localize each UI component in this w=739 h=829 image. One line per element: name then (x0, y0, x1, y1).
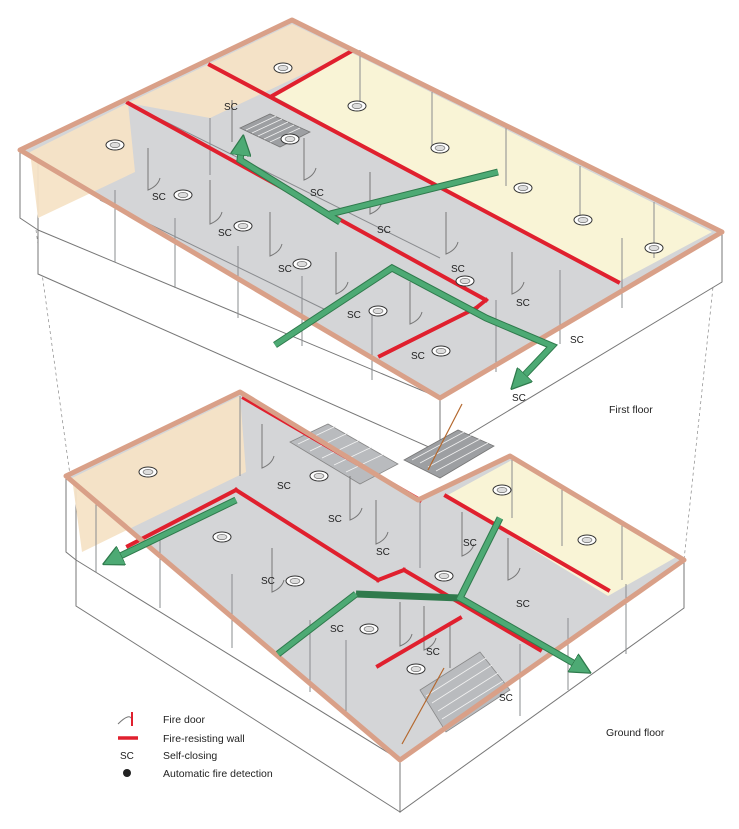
legend-self-closing-label: Self-closing (163, 750, 217, 762)
ground-floor-fire-doors (261, 424, 521, 668)
projection-lines (35, 229, 719, 561)
detector-icon (285, 575, 305, 587)
sc-label: SC (224, 102, 238, 113)
first-floor-escape-routes (240, 145, 559, 382)
room-left-warm-ground (72, 396, 246, 552)
sc-label: SC (277, 481, 291, 492)
sc-label: SC (499, 693, 513, 704)
ground-floor-outer-wall (63, 389, 687, 763)
sc-label: SC (330, 624, 344, 635)
first-floor-outer-wall (17, 17, 725, 401)
ground-floor-label: Ground floor (606, 727, 665, 739)
detector-icon (273, 62, 293, 74)
detector-icon (368, 305, 388, 317)
detector-icon (573, 214, 593, 226)
ground-floor-partitions (95, 396, 627, 716)
sc-label: SC (463, 538, 477, 549)
detector-icon (292, 258, 312, 270)
first-floor-label: First floor (609, 404, 653, 416)
detector-icon (233, 220, 253, 232)
sc-label: SC (328, 514, 342, 525)
first-floor-detectors (105, 62, 664, 357)
sc-label: SC (516, 298, 530, 309)
first-floor-fire-doors (147, 100, 525, 325)
first-floor-plan: SC SC SC SC SC SC SC SC SC SC SC SC Firs… (17, 17, 725, 479)
rooms-right-cream (272, 52, 712, 282)
legend-fire-door-label: Fire door (163, 714, 206, 726)
stair-treads-ground (297, 425, 504, 720)
detector-icon (434, 570, 454, 582)
detector-icon (309, 470, 329, 482)
legend: Fire door Fire-resisting wall SC Self-cl… (117, 712, 273, 780)
detector-icon (212, 531, 232, 543)
first-floor-stairwell (403, 403, 495, 479)
detector-icon (430, 142, 450, 154)
sc-label: SC (261, 576, 275, 587)
sc-label: SC (152, 192, 166, 203)
detector-icon (455, 275, 475, 287)
fire-door-icon (117, 712, 133, 726)
sc-label: SC (310, 188, 324, 199)
detector-icon (492, 484, 512, 496)
legend-fire-detection-label: Automatic fire detection (163, 768, 273, 780)
detector-icon (577, 534, 597, 546)
legend-fire-wall-label: Fire-resisting wall (163, 733, 245, 745)
sc-label: SC (376, 547, 390, 558)
ground-floor-escape-routes (112, 496, 582, 668)
first-floor-sc-labels: SC SC SC SC SC SC SC SC SC SC SC SC (152, 102, 584, 404)
stair-handrail (401, 667, 445, 745)
sc-label: SC (377, 225, 391, 236)
sc-label: SC (426, 647, 440, 658)
detector-icon (347, 100, 367, 112)
room-top-warm (128, 24, 350, 118)
detector-icon (359, 623, 379, 635)
detector-icon (173, 189, 193, 201)
detector-icon (513, 182, 533, 194)
detector-icon (138, 466, 158, 478)
ground-floor-detectors (138, 466, 597, 675)
sc-label: SC (218, 228, 232, 239)
detector-icon (123, 769, 131, 777)
room-left-warm (30, 103, 135, 218)
detector-icon (406, 663, 426, 675)
detector-icon (431, 345, 451, 357)
sc-label: SC (411, 351, 425, 362)
ground-floor-sc-labels: SC SC SC SC SC SC SC SC SC (261, 481, 530, 704)
detector-icon (280, 133, 300, 145)
ground-floor-stair-main (419, 651, 511, 733)
detector-icon (644, 242, 664, 254)
sc-label: SC (516, 599, 530, 610)
sc-label: SC (347, 310, 361, 321)
detector-icon (105, 139, 125, 151)
ground-floor-plan: SC SC SC SC SC SC SC SC SC Ground floor (63, 389, 687, 813)
sc-label: SC (278, 264, 292, 275)
sc-label: SC (451, 264, 465, 275)
legend-sc-symbol: SC (120, 751, 134, 762)
sc-label: SC (570, 335, 584, 346)
sc-label: SC (512, 393, 526, 404)
